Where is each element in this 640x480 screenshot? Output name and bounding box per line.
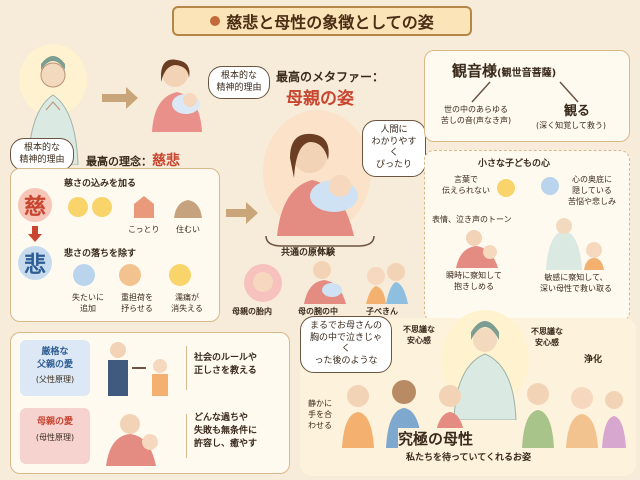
father-child-icon	[100, 340, 180, 396]
page-title: 慈悲と母性の象徴としての姿	[226, 13, 434, 32]
sad-face-icon-2	[540, 176, 560, 196]
father-divider	[186, 346, 187, 390]
praying-people-illustration	[338, 378, 628, 448]
arrow-right-icon-2	[224, 200, 260, 226]
compassion-heading-main: 慈悲	[152, 153, 180, 169]
sad-face-icon	[496, 178, 516, 198]
mysterious-left: 不思議な 安心感	[403, 325, 435, 345]
mother-baby-small-illustration	[142, 52, 212, 132]
hi-description: 悲さの落ちを除す	[64, 249, 137, 259]
spiritual-reason-text-top: 根本的な 精神的理由	[216, 71, 262, 93]
ultimate-heading: 究極の母性	[398, 428, 474, 449]
page-title-banner: 慈悲と母性の象徴としての姿	[172, 6, 472, 36]
experience-label-child: 子べきん	[366, 307, 398, 316]
compassion-heading-prefix: 最高の理念：	[86, 155, 152, 168]
hi-character: 悲	[18, 246, 52, 280]
kannon-prayer-illustration	[440, 310, 530, 420]
father-description: 社会のルールや 正しさを教える	[194, 353, 258, 376]
kannon-panel	[424, 50, 630, 142]
hi-item-1: 重担荷を 抒らせる	[121, 293, 153, 313]
metaphor-main: 母親の姿	[286, 89, 354, 109]
ji-icons	[64, 192, 214, 222]
ultimate-subheading: 私たちを待っていてくれるお姿	[406, 450, 532, 463]
title-bullet-icon	[210, 16, 221, 26]
child-left-top: 言葉で 伝えられない	[442, 175, 490, 195]
kannon-heading-sub: (観世音菩薩)	[497, 68, 557, 79]
womb-icon	[238, 262, 288, 304]
experience-label-womb: 母親の胎内	[232, 307, 272, 316]
mother-hug-icon	[452, 228, 512, 268]
child-right-top: 心の奥底に 隠している 苦悩や悲しみ	[568, 175, 616, 206]
child-left-bottom: 瞬時に察知して 抱きしめる	[446, 271, 502, 291]
mother-description: どんな過ちや 失敗も無条件に 許容し、癒やす	[194, 413, 258, 449]
hi-item-0: 失たいに 追加	[72, 293, 104, 313]
kannon-right-main: 観る	[564, 104, 591, 119]
child-left-mid: 表情、泣き声のトーン	[432, 215, 512, 224]
ji-item-2: 住むい	[176, 225, 200, 234]
purify-label: 浄化	[584, 355, 603, 365]
mother-sub: (母性原理)	[35, 433, 75, 442]
child-heart-panel	[424, 150, 630, 322]
mother-baby-main-illustration	[262, 108, 372, 236]
kannon-right-sub: (深く知覚して救う)	[536, 121, 607, 130]
ji-character: 慈	[18, 188, 52, 222]
pray-label: 静かに 手を合 わせる	[308, 399, 332, 430]
mother-arms-icon	[300, 258, 350, 304]
mysterious-right: 不思議な 安心感	[531, 327, 563, 347]
metaphor-label: 最高のメタファー：	[276, 70, 385, 84]
kannon-branch-arrows	[470, 80, 580, 104]
ji-description: 慈さの込みを加る	[64, 179, 137, 189]
father-sub: (父性原理)	[35, 375, 75, 384]
kannon-heading-main: 観音様	[452, 62, 498, 80]
hi-icons	[70, 260, 210, 290]
father-label-box	[20, 340, 90, 396]
hi-item-2: 濡痛が 消失える	[171, 293, 203, 313]
common-experience-label: 共通の原体験	[281, 248, 336, 258]
ji-item-1: こっとり	[128, 225, 160, 234]
experience-label-arms: 母の腕の中	[298, 307, 338, 316]
mother-chest-text: まるでお母さんの 胸の中で泣きじゃく った後のような	[309, 321, 382, 367]
arrow-down-icon	[28, 226, 42, 242]
spiritual-reason-bubble-left: 根本的な 精神的理由	[10, 138, 74, 172]
mother-divider	[186, 414, 187, 458]
compassion-heading: 最高の理念：慈悲	[86, 150, 180, 170]
child-right-bottom: 敏感に察知して、 深い母性で救い取る	[540, 273, 612, 293]
arrow-right-icon	[100, 85, 140, 111]
kannon-left-text: 世の中のあらゆる 苦しの音(声なき声)	[440, 105, 512, 125]
mother-title: 母親の愛	[36, 417, 73, 427]
kannon-child-icon	[540, 214, 610, 270]
spiritual-reason-bubble-top: 根本的な 精神的理由	[208, 66, 270, 100]
understandable-text: 人間に わかりやすく ぴったり	[371, 125, 417, 171]
understandable-bubble: 人間に わかりやすく ぴったり	[362, 120, 426, 177]
father-title: 厳格な 父親の愛	[36, 347, 73, 370]
children-icon	[362, 258, 412, 304]
common-experience-bracket	[262, 232, 378, 260]
mother-child-hug-icon	[100, 406, 180, 466]
kannon-heading: 観音様(観世音菩薩)	[452, 60, 556, 81]
mother-label-box	[20, 408, 90, 464]
child-heart-heading: 小さな子どもの心	[478, 159, 551, 169]
spiritual-reason-text-left: 根本的な 精神的理由	[19, 143, 65, 165]
mother-chest-bubble: まるでお母さんの 胸の中で泣きじゃく った後のような	[300, 316, 392, 373]
